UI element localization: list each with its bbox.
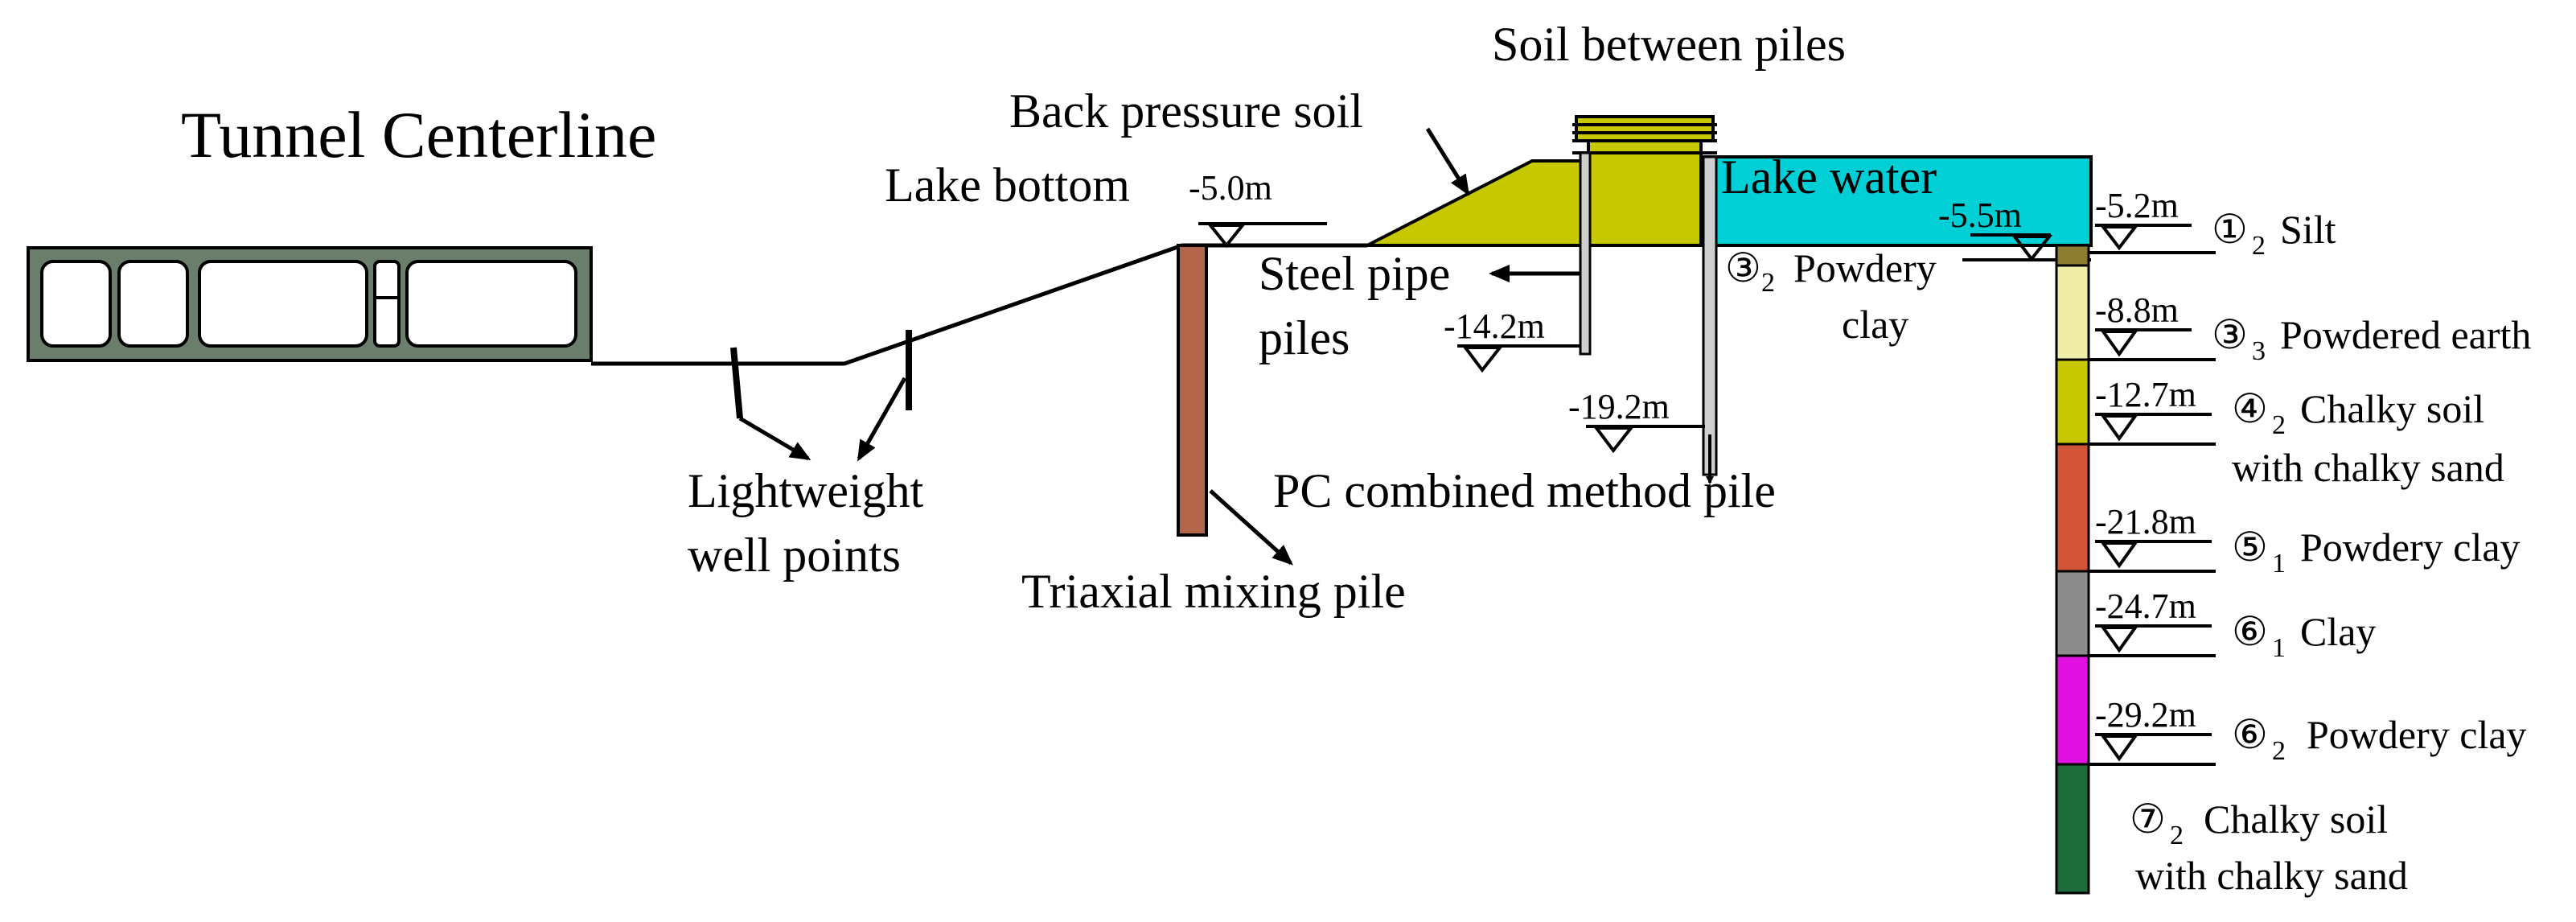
stratum-sub: 2 <box>2252 231 2266 261</box>
tunnel-cross-section <box>27 246 593 362</box>
stratum-label-powdery-clay-5: ⑤ 1 Powdery clay <box>2232 525 2521 578</box>
stratum-name: Clay <box>2300 609 2376 654</box>
depth-marker-2: -8.8m <box>2089 290 2216 361</box>
steel-pipe-piles-label: Steel pipe <box>1259 247 1450 300</box>
pile-cap <box>1575 115 1715 142</box>
lightweight-well-points-label: Lightweight <box>688 464 924 517</box>
stratum-marker: ① <box>2212 207 2248 252</box>
stratum-powdered-earth <box>2055 264 2090 361</box>
stratum-powdery-clay-5 <box>2055 442 2090 573</box>
lake-water <box>1699 155 2093 247</box>
lightweight-well-points-label-2: well points <box>688 529 901 582</box>
depth-marker-1: -5.2m <box>2089 186 2216 254</box>
stratum-marker: ④ <box>2232 386 2268 431</box>
stratum-sub: 1 <box>2272 549 2286 578</box>
powdery-clay-top-label: Powdery <box>1793 245 1937 290</box>
depth-label: -5.2m <box>2095 186 2179 225</box>
excavation-slope-line <box>591 243 1367 366</box>
lake-bottom-depth: -5.0m <box>1189 168 1272 208</box>
depth-label: -21.8m <box>2095 502 2196 541</box>
stratum-chalky-soil-7 <box>2055 763 2090 895</box>
powdery-clay-top-marker: ③ <box>1725 245 1761 290</box>
stratum-clay-6 <box>2055 570 2090 657</box>
triaxial-mixing-pile-label: Triaxial mixing pile <box>1021 565 1406 618</box>
steel-pipe-tip-depth: -14.2m <box>1444 307 1545 346</box>
stratum-marker: ⑥ <box>2232 609 2268 654</box>
stratum-name: Powdery clay <box>2307 712 2527 757</box>
triaxial-pile-arrow <box>1209 489 1293 566</box>
stratum-label-silt: ① 2 Silt <box>2212 207 2336 261</box>
depth-marker-6: -29.2m <box>2089 695 2216 766</box>
stratum-label-chalky-soil-7: ⑦ 2 Chalky soil with chalky sand <box>2130 796 2408 898</box>
tunnel-cell <box>405 260 577 348</box>
tunnel-cell <box>373 260 401 348</box>
depth-label: -29.2m <box>2095 695 2196 735</box>
stratum-powdery-clay-6 <box>2055 654 2090 766</box>
tunnel-cell <box>40 260 112 348</box>
stratum-label-powdered-earth: ③ 3 Powdered earth <box>2212 312 2531 366</box>
back-pressure-soil-arrow <box>1425 127 1470 196</box>
stratum-marker: ⑥ <box>2232 712 2268 757</box>
powdery-clay-top-label-2: clay <box>1842 302 1908 347</box>
back-pressure-soil <box>1366 159 1590 247</box>
steel-pipe-pile <box>1579 151 1592 356</box>
depth-marker-3: -12.7m <box>2089 375 2216 446</box>
pc-pile-tip-depth: -19.2m <box>1568 387 1670 426</box>
depth-marker-4: -21.8m <box>2089 502 2216 573</box>
pc-combined-method-pile-label: PC combined method pile <box>1273 464 1776 517</box>
stratum-marker: ⑦ <box>2130 796 2166 842</box>
stratum-name: Powdered earth <box>2280 312 2531 357</box>
powdery-clay-top-sub: 2 <box>1761 268 1775 298</box>
depth-marker-5: -24.7m <box>2089 587 2216 657</box>
pc-pile-tip-level-marker <box>1586 425 1705 454</box>
stratum-chalky-soil-4 <box>2055 358 2090 446</box>
stratum-marker: ③ <box>2212 312 2248 357</box>
stratum-name: Chalky soil <box>2300 386 2484 431</box>
lake-water-label: Lake water <box>1721 150 1937 204</box>
depth-label: -8.8m <box>2095 290 2179 330</box>
stratum-name-2: with chalky sand <box>2135 853 2408 898</box>
stratum-sub: 2 <box>2272 736 2286 766</box>
lightweight-well-points <box>730 330 912 462</box>
stratum-label-chalky-soil-4: ④ 2 Chalky soil with chalky sand <box>2232 386 2504 490</box>
stratum-sub: 1 <box>2272 633 2286 663</box>
soil-between-piles <box>1587 139 1703 247</box>
stratum-sub: 2 <box>2272 410 2286 440</box>
steel-pipe-tip-level-marker <box>1457 344 1580 373</box>
lake-bottom-label: Lake bottom <box>885 158 1130 212</box>
pc-combined-method-pile <box>1702 155 1718 476</box>
back-pressure-soil-label: Back pressure soil <box>1009 84 1363 138</box>
depth-label: -12.7m <box>2095 375 2196 414</box>
tunnel-centerline-label: Tunnel Centerline <box>181 98 656 171</box>
lake-bottom-level-marker <box>1198 222 1327 249</box>
stratum-sub: 2 <box>2170 821 2184 850</box>
stratum-name: Chalky soil <box>2204 796 2388 842</box>
stratum-name: Powdery clay <box>2300 525 2521 570</box>
tunnel-cell <box>198 260 368 348</box>
stratum-name: Silt <box>2280 207 2336 252</box>
tunnel-cell <box>117 260 189 348</box>
water-level-depth: -5.5m <box>1938 196 2022 235</box>
stratum-label-clay-6: ⑥ 1 Clay <box>2232 609 2376 663</box>
stratum-label-powdery-clay-6: ⑥ 2 Powdery clay <box>2232 712 2527 766</box>
steel-pipe-piles-label-2: piles <box>1259 311 1350 364</box>
stratum-marker: ⑤ <box>2232 525 2268 570</box>
stratum-sub: 3 <box>2252 336 2266 366</box>
soil-between-piles-label: Soil between piles <box>1492 18 1846 71</box>
triaxial-mixing-pile <box>1177 244 1208 537</box>
stratum-name-2: with chalky sand <box>2232 445 2504 490</box>
strata-column <box>2055 244 2090 895</box>
depth-label: -24.7m <box>2095 587 2196 626</box>
stratum-silt <box>2055 244 2090 267</box>
